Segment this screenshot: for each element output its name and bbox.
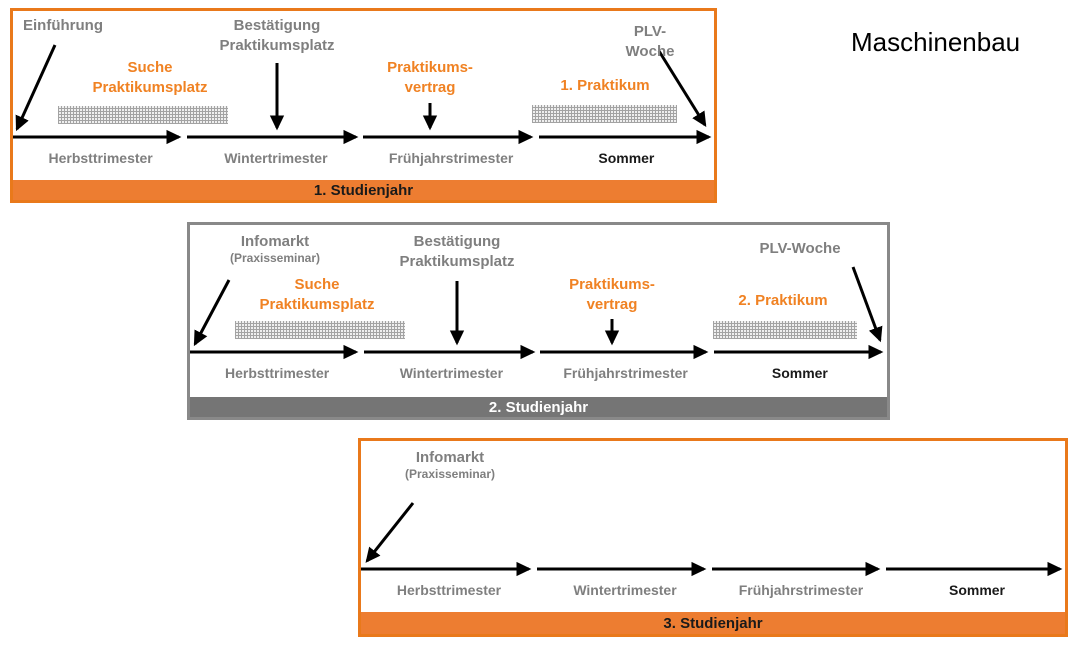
trimester-label-sommer: Sommer — [771, 365, 828, 381]
trimester-label-sommer: Sommer — [598, 150, 655, 166]
diagram-title: Maschinenbau — [851, 27, 1021, 57]
trimester-label-winter: Wintertrimester — [573, 582, 677, 598]
event-arrow-plv — [851, 266, 883, 343]
trimester-label-winter: Wintertrimester — [224, 150, 328, 166]
activity-bar-search — [235, 321, 405, 339]
event-label-internship: 1. Praktikum — [560, 77, 650, 94]
trimester-label-herbst: Herbsttrimester — [224, 365, 330, 381]
trimester-label-sommer: Sommer — [948, 582, 1006, 598]
event-label-search: Suche Praktikumsplatz — [92, 59, 208, 96]
event-label-start-sub: (Praxisseminar) — [404, 467, 496, 481]
event-label-start: Infomarkt — [240, 233, 310, 250]
event-label-contract: Praktikums- vertrag — [569, 276, 655, 313]
activity-bar-internship — [713, 321, 857, 339]
trimester-label-fruehjahr: Frühjahrstrimester — [738, 582, 864, 598]
year-3-panel: Infomarkt (Praxisseminar) Herbsttrimeste… — [358, 438, 1068, 637]
activity-bar-search — [58, 106, 228, 124]
trimester-label-herbst: Herbsttrimester — [48, 150, 153, 166]
event-label-search: Suche Praktikumsplatz — [259, 276, 375, 313]
year-2-panel: Infomarkt (Praxisseminar) Suche Praktiku… — [187, 222, 890, 420]
trimester-row: Herbsttrimester Wintertrimester Frühjahr… — [190, 365, 887, 382]
year-1-bar: 1. Studienjahr — [13, 180, 714, 200]
event-label-start: Einführung — [23, 17, 103, 34]
event-arrow-start — [15, 44, 57, 132]
event-label-start-block: Infomarkt (Praxisseminar) — [375, 448, 525, 482]
event-label-plv: PLV-Woche — [625, 23, 675, 60]
trimester-row: Herbsttrimester Wintertrimester Frühjahr… — [13, 150, 714, 167]
year-3-bar: 3. Studienjahr — [361, 612, 1065, 634]
event-label-start: Infomarkt — [415, 449, 485, 466]
year-1-label: 1. Studienjahr — [313, 181, 414, 199]
year-3-label: 3. Studienjahr — [663, 614, 763, 632]
event-label-confirmation: Bestätigung Praktikumsplatz — [399, 233, 515, 270]
trimester-label-herbst: Herbsttrimester — [396, 582, 502, 598]
event-label-confirmation: Bestätigung Praktikumsplatz — [219, 17, 335, 54]
trimester-label-fruehjahr: Frühjahrstrimester — [563, 365, 688, 381]
event-label-contract: Praktikums- vertrag — [387, 59, 473, 96]
event-label-plv: PLV-Woche — [759, 240, 841, 257]
trimester-label-fruehjahr: Frühjahrstrimester — [388, 150, 514, 166]
event-label-start-sub: (Praxisseminar) — [229, 251, 321, 265]
event-label-start-block: Infomarkt (Praxisseminar) — [200, 232, 350, 266]
activity-bar-internship — [532, 105, 677, 123]
event-label-internship: 2. Praktikum — [738, 292, 828, 309]
event-arrow-start — [193, 279, 231, 347]
trimester-label-winter: Wintertrimester — [399, 365, 504, 381]
year-2-bar: 2. Studienjahr — [190, 397, 887, 417]
year-2-label: 2. Studienjahr — [488, 398, 589, 416]
year-1-panel: Einführung Suche Praktikumsplatz Bestäti… — [10, 8, 717, 203]
event-arrow-start — [365, 502, 415, 563]
trimester-row: Herbsttrimester Wintertrimester Frühjahr… — [361, 582, 1065, 599]
